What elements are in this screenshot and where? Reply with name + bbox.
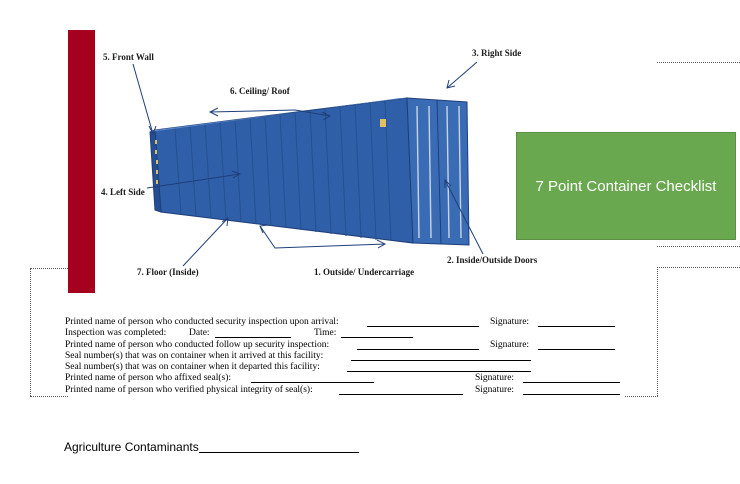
followup-name-label: Printed name of person who conducted fol…	[65, 339, 330, 350]
followup-signature-field[interactable]	[538, 340, 615, 350]
red-side-band	[68, 30, 95, 293]
seal-arrived-label: Seal number(s) that was on container whe…	[65, 350, 324, 361]
form-row-seal-departed: Seal number(s) that was on container whe…	[65, 362, 645, 373]
form-row-affixed: Printed name of person who affixed seal(…	[65, 373, 645, 384]
verified-name-field[interactable]	[339, 385, 463, 395]
date-field[interactable]	[215, 328, 291, 339]
checklist-title-box: 7 Point Container Checklist	[516, 132, 736, 240]
container-corrugation	[174, 99, 392, 242]
affixed-name-field[interactable]	[251, 373, 374, 384]
date-label: Date:	[189, 328, 210, 339]
arrival-signature-field[interactable]	[538, 317, 615, 327]
form-row-completed: Inspection was completed: Date: Time:	[65, 328, 645, 339]
affixed-signature-label: Signature:	[475, 373, 515, 384]
inspection-form: Printed name of person who conducted sec…	[65, 317, 645, 396]
inspection-completed-label: Inspection was completed:	[65, 328, 167, 339]
form-row-seal-arrived: Seal number(s) that was on container whe…	[65, 351, 645, 362]
dotted-rule-mid	[657, 246, 740, 247]
dotted-rule-top	[657, 62, 740, 63]
callout-arrows	[132, 61, 484, 267]
label-left-side: 4. Left Side	[101, 187, 145, 197]
container-doors	[406, 97, 470, 246]
dotted-rule-bottom-right	[625, 396, 658, 397]
dotted-rule-bottom-left	[30, 396, 68, 397]
dotted-frame-left	[30, 268, 31, 396]
label-inside-outside-doors: 2. Inside/Outside Doors	[447, 255, 538, 265]
label-ceiling-roof: 6. Ceiling/ Roof	[230, 86, 290, 96]
time-field[interactable]	[341, 328, 413, 339]
checklist-title: 7 Point Container Checklist	[535, 177, 717, 195]
seal-arrived-field[interactable]	[351, 351, 531, 361]
followup-signature-label: Signature:	[490, 339, 530, 350]
label-outside-undercarriage: 1. Outside/ Undercarriage	[314, 267, 415, 277]
arrival-name-field[interactable]	[367, 317, 479, 327]
label-front-wall: 5. Front Wall	[103, 52, 154, 62]
agriculture-contaminants-field[interactable]	[199, 452, 359, 453]
label-right-side: 3. Right Side	[472, 48, 522, 58]
dotted-rule-left	[30, 268, 68, 269]
form-row-verified: Printed name of person who verified phys…	[65, 385, 645, 396]
dotted-rule-right	[657, 267, 740, 268]
seal-departed-field[interactable]	[347, 362, 531, 373]
verified-name-label: Printed name of person who verified phys…	[65, 384, 313, 395]
arrival-signature-label: Signature:	[490, 317, 530, 327]
dotted-frame-right	[657, 267, 658, 396]
time-label: Time:	[314, 328, 337, 339]
form-row-followup: Printed name of person who conducted fol…	[65, 340, 645, 351]
affixed-signature-field[interactable]	[523, 373, 620, 384]
label-floor-inside: 7. Floor (Inside)	[137, 267, 199, 277]
form-row-arrival: Printed name of person who conducted sec…	[65, 317, 645, 328]
seal-departed-label: Seal number(s) that was on container whe…	[65, 362, 320, 373]
container-diagram	[132, 61, 484, 267]
affixed-name-label: Printed name of person who affixed seal(…	[65, 373, 232, 384]
arrival-name-label: Printed name of person who conducted sec…	[65, 317, 339, 327]
followup-name-field[interactable]	[357, 340, 479, 350]
verified-signature-field[interactable]	[523, 385, 620, 395]
agriculture-contaminants-label: Agriculture Contaminants	[64, 440, 199, 454]
container-left-side	[154, 97, 414, 244]
verified-signature-label: Signature:	[475, 384, 515, 395]
